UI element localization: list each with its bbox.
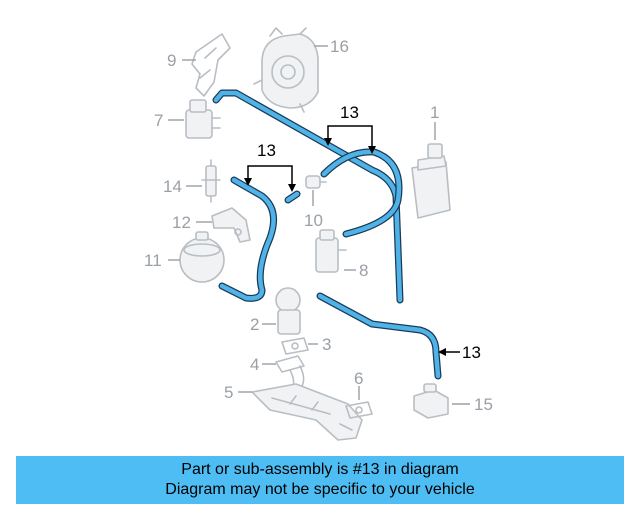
part-4-pipe: 4 (250, 355, 305, 389)
part-1-canister: 1 (411, 103, 451, 219)
callout-7: 7 (154, 111, 163, 130)
banner-line-2: Diagram may not be specific to your vehi… (165, 481, 475, 498)
callout-13-top: 13 (324, 103, 376, 154)
callout-5: 5 (224, 383, 233, 402)
part-8-valve: 8 (315, 229, 368, 280)
banner-line-1: Part or sub-assembly is #13 in diagram (181, 461, 459, 478)
callout-13-top-label: 13 (340, 103, 359, 122)
callout-9: 9 (167, 51, 176, 70)
callout-15: 15 (474, 395, 493, 414)
callout-12: 12 (172, 213, 191, 232)
info-banner: Part or sub-assembly is #13 in diagram D… (16, 456, 624, 504)
callout-10: 10 (304, 211, 323, 230)
part-10-fitting: 10 (304, 175, 327, 230)
part-9-bracket: 9 (167, 33, 231, 97)
callout-4: 4 (250, 355, 259, 374)
callout-13-right: 13 (438, 343, 481, 362)
callout-6: 6 (354, 369, 363, 388)
part-15-sensor: 15 (413, 383, 493, 419)
part-3-gasket: 3 (281, 335, 331, 355)
parts-diagram: 9 16 7 14 12 11 (144, 27, 493, 441)
callout-11: 11 (144, 251, 162, 270)
part-14-connector: 14 (163, 159, 221, 203)
callout-1: 1 (430, 103, 439, 122)
part-13-hoses (212, 89, 442, 380)
part-2-egr-valve: 2 (250, 287, 301, 335)
part-5-manifold: 5 (224, 383, 363, 441)
callout-2: 2 (250, 315, 259, 334)
part-12-bracket: 12 (172, 207, 251, 243)
part-6-gasket: 6 (345, 369, 373, 419)
callout-13-left-label: 13 (257, 141, 276, 160)
callout-8: 8 (359, 261, 368, 280)
callout-13-right-label: 13 (462, 343, 481, 362)
part-11-reservoir: 11 (144, 231, 225, 283)
callout-14: 14 (163, 177, 182, 196)
callout-3: 3 (322, 335, 331, 354)
callout-16: 16 (330, 37, 349, 56)
part-16-pump: 16 (253, 27, 349, 113)
callout-13-left: 13 (244, 141, 296, 192)
part-7-valve: 7 (154, 99, 221, 139)
